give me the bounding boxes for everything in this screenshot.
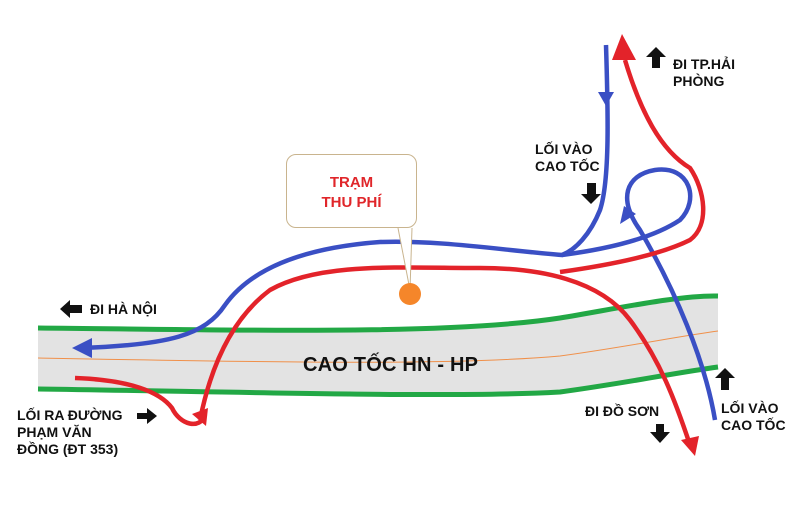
label-entry-top: LỐI VÀO CAO TỐC bbox=[535, 141, 600, 174]
label-to-hai-phong: ĐI TP.HẢI PHÒNG bbox=[673, 56, 735, 89]
label-entry-bottom: LỐI VÀO CAO TỐC bbox=[721, 400, 786, 433]
arrow-right-icon bbox=[137, 408, 157, 424]
highway-edge-top bbox=[37, 293, 719, 333]
toll-station-callout: TRẠM THU PHÍ bbox=[286, 154, 417, 228]
red-route-to-haiphong bbox=[559, 59, 706, 275]
red-route-exit-pvd bbox=[74, 375, 208, 427]
red-route-main bbox=[197, 265, 693, 446]
blue-arrowhead-down bbox=[598, 92, 614, 106]
blue-arrowhead-hanoi bbox=[72, 338, 92, 358]
highway-centerline bbox=[37, 330, 719, 363]
arrow-up-icon bbox=[646, 47, 666, 68]
arrow-up-icon bbox=[715, 368, 735, 390]
arrow-left-icon bbox=[60, 300, 82, 318]
label-to-do-son: ĐI ĐỒ SƠN bbox=[585, 403, 660, 419]
callout-pointer bbox=[397, 227, 413, 291]
toll-station-label: TRẠM THU PHÍ bbox=[321, 174, 382, 211]
red-arrowhead-exit bbox=[192, 408, 208, 426]
blue-route-to-hanoi bbox=[79, 44, 610, 351]
label-exit-pham-van-dong: LỐI RA ĐƯỜNG PHẠM VĂN ĐỒNG (ĐT 353) bbox=[17, 407, 123, 457]
arrow-down-icon bbox=[581, 183, 601, 204]
highway-edge-bottom bbox=[37, 364, 719, 398]
red-arrowhead-doson bbox=[681, 436, 699, 456]
label-to-ha-noi: ĐI HÀ NỘI bbox=[90, 301, 157, 317]
blue-route-loop bbox=[561, 167, 718, 421]
blue-arrowhead-loop bbox=[620, 206, 636, 224]
highway-name: CAO TỐC HN - HP bbox=[303, 354, 479, 376]
red-arrowhead-haiphong bbox=[612, 34, 636, 60]
arrow-down-icon bbox=[650, 424, 670, 443]
toll-station-marker bbox=[399, 283, 421, 305]
